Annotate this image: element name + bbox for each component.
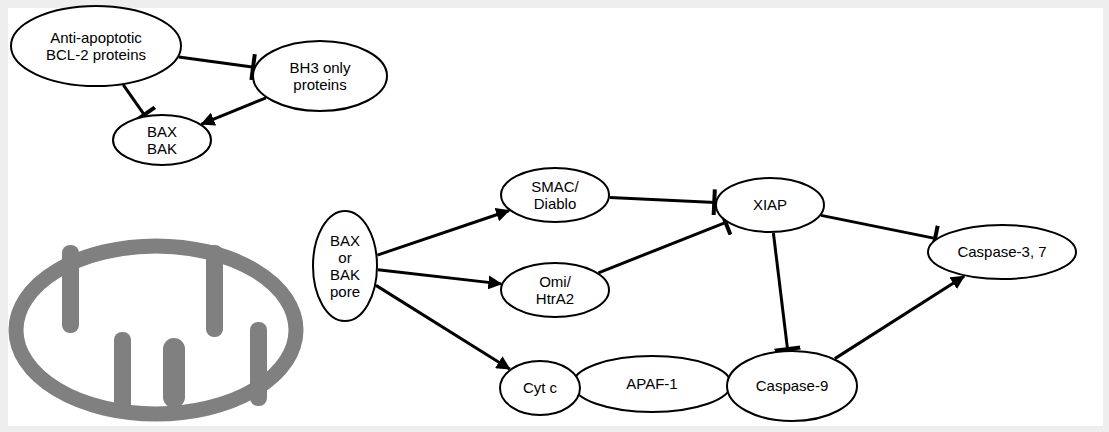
process-ellipse: BH3 only proteins — [252, 40, 388, 112]
node-label: Cyt c — [523, 379, 557, 396]
process-ellipse: SMAC/ Diablo — [500, 167, 610, 223]
process-ellipse: Caspase-3, 7 — [927, 224, 1077, 280]
inhibition-line — [821, 215, 936, 238]
inhibition-line — [598, 222, 726, 273]
activation-arrow — [378, 270, 501, 284]
node-label: BH3 only proteins — [280, 59, 360, 94]
node-label: Caspase-3, 7 — [957, 243, 1046, 260]
canvas — [8, 8, 1103, 426]
inhibition-line — [610, 198, 715, 203]
ellipse-shape — [313, 211, 377, 321]
ellipse-shape — [928, 225, 1076, 279]
inhibition-line — [773, 233, 787, 350]
ellipse-shape — [716, 178, 824, 232]
node-label: Omi/ HtrA2 — [528, 273, 583, 308]
activation-arrow — [377, 210, 509, 255]
inhibition-line — [123, 85, 145, 116]
node-label: BAX or BAK pore — [325, 232, 365, 301]
activation-arrow — [376, 285, 510, 369]
activation-arrow — [835, 276, 964, 358]
activation-arrow — [201, 98, 266, 124]
ellipse-shape — [11, 6, 181, 86]
ellipse-shape — [500, 361, 580, 415]
ellipse-shape — [113, 115, 211, 165]
ellipse-shape — [501, 263, 609, 317]
mitochondrion — [16, 245, 296, 414]
node-label: XIAP — [753, 196, 787, 213]
crista — [250, 322, 267, 406]
process-ellipse: Cyt c — [499, 360, 581, 416]
crista — [62, 245, 79, 333]
node-label: Anti-apoptotic BCL-2 proteins — [34, 29, 159, 64]
mitochondrion-membrane — [16, 246, 296, 414]
node-label: SMAC/ Diablo — [525, 178, 585, 213]
ellipse-shape — [253, 41, 387, 111]
process-ellipse: BAX or BAK pore — [312, 210, 378, 322]
inhibition-line — [179, 57, 254, 67]
process-ellipse: Anti-apoptotic BCL-2 proteins — [10, 5, 182, 87]
node-label: APAF-1 — [626, 375, 677, 392]
ellipse-shape — [573, 356, 731, 412]
crista — [206, 245, 223, 337]
crista — [163, 338, 185, 408]
ellipse-shape — [727, 351, 857, 421]
ellipse-shape — [501, 168, 609, 222]
process-ellipse: Caspase-9 — [726, 350, 858, 422]
process-ellipse: XIAP — [715, 177, 825, 233]
node-label: Caspase-9 — [756, 377, 829, 394]
process-ellipse: APAF-1 — [572, 355, 732, 413]
process-ellipse: BAX BAK — [112, 114, 212, 166]
node-label: BAX BAK — [140, 123, 185, 158]
process-ellipse: Omi/ HtrA2 — [500, 262, 610, 318]
crista — [114, 332, 131, 412]
